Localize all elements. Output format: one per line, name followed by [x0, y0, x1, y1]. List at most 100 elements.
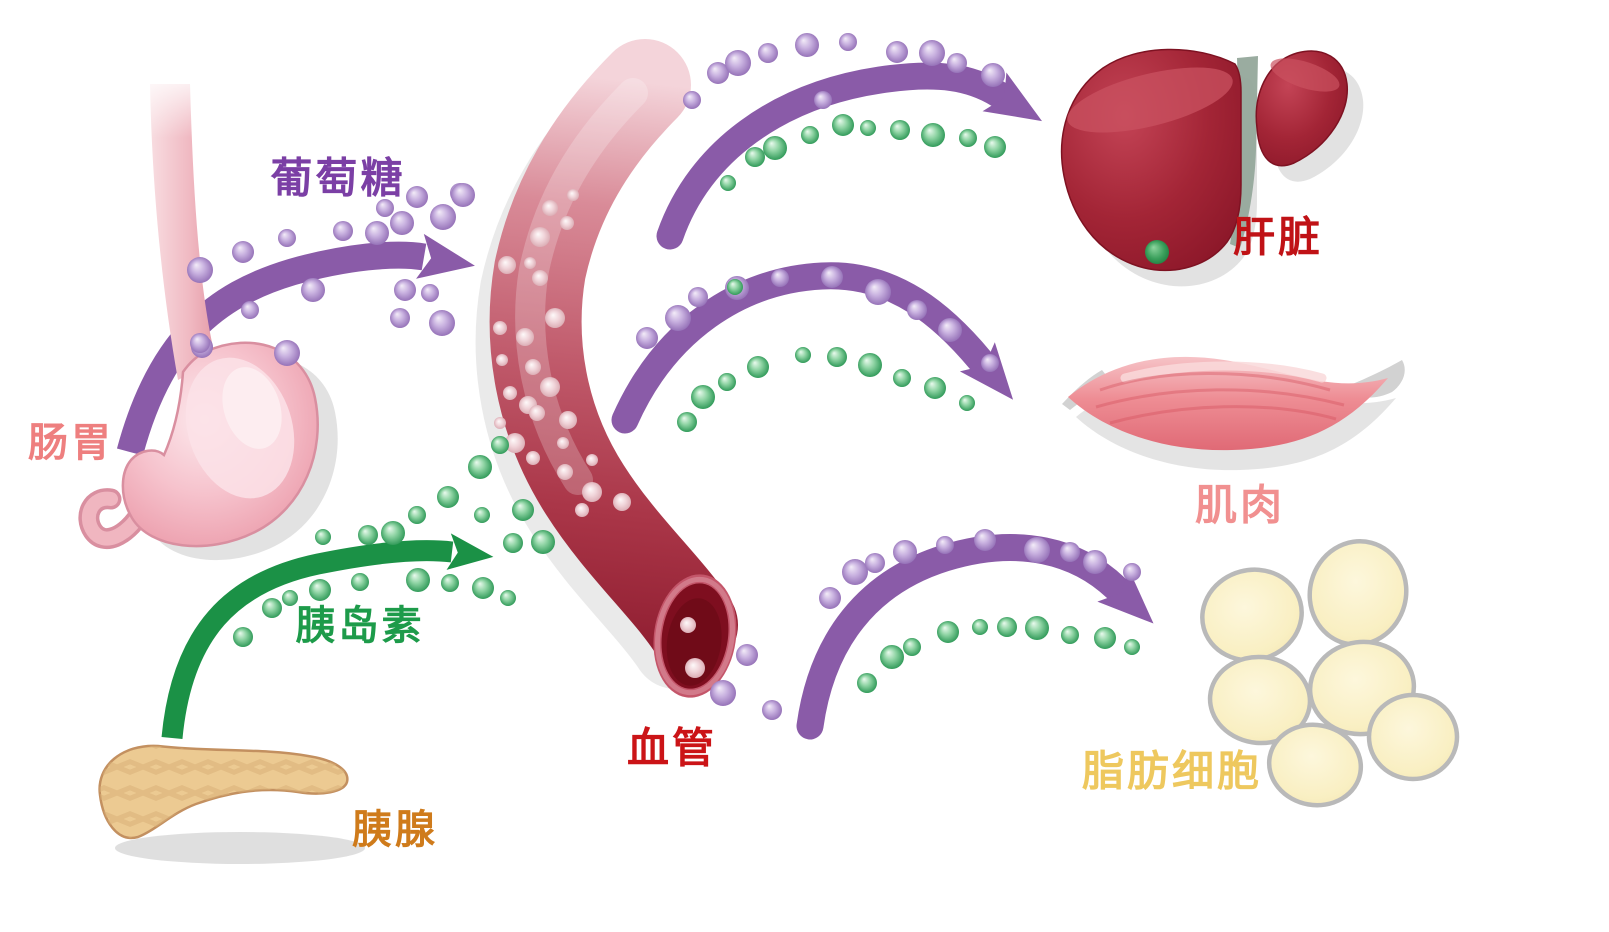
- insulin-dot: [1061, 626, 1079, 644]
- glucose-dot: [974, 529, 996, 551]
- glucose-arrow-vessel-to-muscle: [611, 262, 1014, 434]
- insulin-dot: [1124, 639, 1140, 655]
- insulin-dot: [500, 590, 516, 606]
- vessel-label: 血管: [627, 724, 717, 773]
- insulin-dot: [691, 385, 715, 409]
- vessel-dot: [493, 321, 507, 335]
- glucose-dots: [187, 33, 1141, 720]
- glucose-dot: [865, 279, 891, 305]
- insulin-dot: [408, 506, 426, 524]
- esophagus-shape: [150, 84, 216, 380]
- insulin-dot: [997, 617, 1017, 637]
- insulin-label: 胰岛素: [296, 603, 425, 649]
- insulin-dot: [890, 120, 910, 140]
- insulin-dot: [406, 568, 430, 592]
- vessel-dot: [545, 308, 565, 328]
- glucose-dot: [390, 308, 410, 328]
- glucose-dot: [636, 327, 658, 349]
- glucose-dot: [821, 266, 843, 288]
- vessel-dot: [613, 493, 631, 511]
- liver-right-highlight: [1270, 58, 1340, 92]
- glucose-dot: [710, 680, 736, 706]
- vessel-dot: [530, 227, 550, 247]
- glucose-dot: [429, 310, 455, 336]
- vessel-dot: [524, 257, 536, 269]
- insulin-dot: [491, 436, 509, 454]
- vessel-dot: [575, 503, 589, 517]
- glucose-dot: [842, 559, 868, 585]
- insulin-dots: [233, 114, 1140, 693]
- esophagus-illustration: [138, 68, 216, 380]
- glucose-dot: [725, 50, 751, 76]
- insulin-dot: [924, 377, 946, 399]
- glucose-dot: [241, 301, 259, 319]
- glucose-dot: [190, 333, 210, 353]
- muscle-illustration: [1062, 356, 1405, 471]
- insulin-dot: [959, 395, 975, 411]
- insulin-dot: [1094, 627, 1116, 649]
- glucose-dot: [736, 644, 758, 666]
- glucose-dot: [333, 221, 353, 241]
- fat-cell: [1366, 692, 1460, 782]
- glucose-dot: [947, 53, 967, 73]
- insulin-dot: [893, 369, 911, 387]
- glucose-dot: [232, 241, 254, 263]
- glucose-dot: [839, 33, 857, 51]
- insulin-arrow-pancreas-to-vessel: [161, 533, 494, 739]
- insulin-dot: [972, 619, 988, 635]
- vessel-dot: [582, 482, 602, 502]
- glucose-dot: [665, 305, 691, 331]
- glucose-dot: [758, 43, 778, 63]
- insulin-dot: [718, 373, 736, 391]
- muscle-label: 肌肉: [1195, 481, 1285, 530]
- muscle-striation-2: [1095, 388, 1345, 409]
- glucose-dot: [819, 587, 841, 609]
- fat-cell: [1200, 567, 1304, 663]
- glucose-dot: [394, 279, 416, 301]
- insulin-dot: [857, 673, 877, 693]
- vessel-dot: [496, 354, 508, 366]
- pancreas-label: 胰腺: [352, 807, 438, 853]
- insulin-dot: [795, 347, 811, 363]
- vessel-lumen-shade: [666, 598, 722, 686]
- vessel-dot: [559, 411, 577, 429]
- insulin-dot: [727, 279, 743, 295]
- glucose-dot: [707, 62, 729, 84]
- glucose-dot: [683, 91, 701, 109]
- insulin-dot: [531, 530, 555, 554]
- insulin-dot: [233, 627, 253, 647]
- glucose-dot: [365, 221, 389, 245]
- glucose-dot: [301, 278, 325, 302]
- glucose-dot: [1024, 537, 1050, 563]
- insulin-dot: [937, 621, 959, 643]
- vessel-dot: [560, 216, 574, 230]
- insulin-dot: [474, 507, 490, 523]
- insulin-dot: [801, 126, 819, 144]
- glucose-dot: [936, 536, 954, 554]
- insulin-dot: [677, 412, 697, 432]
- pancreas-shadow: [115, 832, 365, 864]
- muscle-striation-3: [1109, 405, 1337, 425]
- glucose-arrow-stomach-to-vessel: [116, 233, 475, 456]
- glucose-label: 葡萄糖: [270, 154, 405, 203]
- vessel-rim-highlight: [655, 576, 735, 696]
- muscle-striation-1: [1099, 372, 1331, 392]
- glucose-dot: [981, 354, 999, 372]
- insulin-dot: [858, 353, 882, 377]
- glucose-dot: [938, 318, 962, 342]
- insulin-dot: [262, 598, 282, 618]
- insulin-dot: [959, 129, 977, 147]
- muscle-highlight: [1120, 361, 1327, 383]
- insulin-dot: [282, 590, 298, 606]
- insulin-dot: [747, 356, 769, 378]
- glucose-dot: [406, 186, 428, 208]
- liver-illustration: [1060, 48, 1364, 287]
- glucose-dot: [421, 284, 439, 302]
- vessel-dot: [586, 454, 598, 466]
- vessel-dot: [542, 200, 558, 216]
- vessel-dot: [685, 658, 705, 678]
- glucose-dot: [814, 91, 832, 109]
- fat-cell: [1207, 654, 1313, 746]
